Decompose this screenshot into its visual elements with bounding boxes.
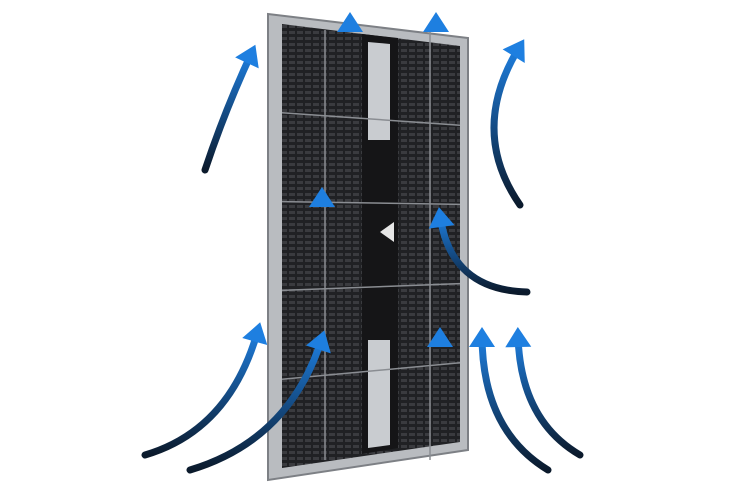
- airflow-arrow-head: [337, 12, 363, 32]
- center-connector: [380, 222, 394, 242]
- airflow-arrow-icon: [201, 48, 256, 174]
- bottom-handle: [368, 340, 390, 448]
- airflow-arrow-head: [235, 44, 259, 69]
- top-handle: [368, 42, 390, 140]
- airflow-arrow-head: [505, 327, 532, 348]
- airflow-arrow-head: [469, 327, 495, 347]
- airflow-arrows: [141, 12, 584, 474]
- airflow-arrow-head: [427, 327, 453, 347]
- airflow-arrow-icon: [514, 331, 584, 459]
- airflow-arrow-icon: [490, 42, 524, 209]
- airflow-arrow-head: [423, 12, 449, 32]
- airflow-arrow-head: [309, 187, 335, 207]
- airflow-arrow-icon: [436, 211, 531, 296]
- airflow-arrow-head: [242, 322, 268, 346]
- airflow-arrow-head: [428, 207, 455, 229]
- airflow-arrow-head: [306, 330, 331, 354]
- airflow-arrow-head: [502, 39, 525, 64]
- led-cabinet: [267, 12, 469, 482]
- airflow-arrow-icon: [478, 331, 552, 474]
- airflow-arrow-icon: [141, 326, 262, 459]
- airflow-arrow-icon: [186, 334, 326, 474]
